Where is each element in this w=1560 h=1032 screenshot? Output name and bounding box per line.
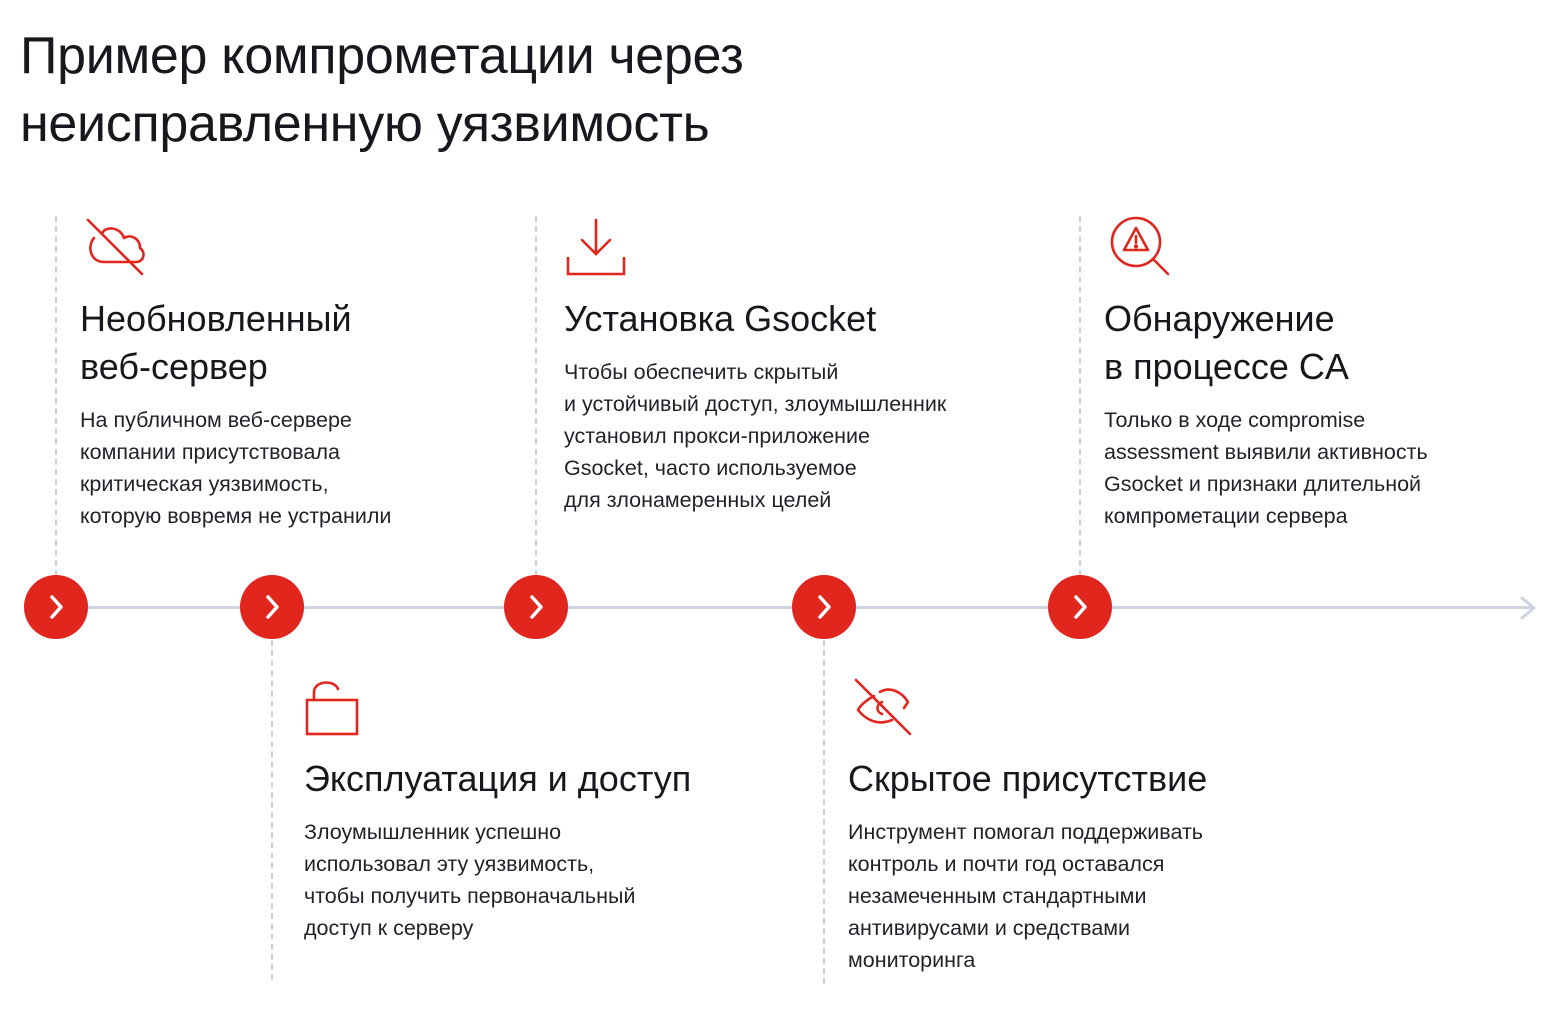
chevron-right-icon bbox=[530, 595, 543, 619]
search-warning-icon bbox=[1110, 216, 1170, 276]
desc-line: которую вовремя не устранили bbox=[80, 504, 392, 528]
desc-line: Gsocket и признаки длительной bbox=[1104, 472, 1422, 496]
desc-line: мониторинга bbox=[848, 948, 976, 972]
timeline-node-5 bbox=[1048, 575, 1112, 639]
desc-line: критическая уязвимость, bbox=[80, 472, 329, 496]
desc-line: Чтобы обеспечить скрытый bbox=[564, 360, 839, 384]
connector-step-5 bbox=[1079, 216, 1081, 576]
desc-line: Gsocket, часто используемое bbox=[564, 456, 857, 480]
download-icon bbox=[566, 218, 626, 276]
connector-step-4 bbox=[823, 640, 825, 984]
desc-line: установил прокси-приложение bbox=[564, 424, 871, 448]
timeline-node-4 bbox=[792, 575, 856, 639]
step-description: Только в ходе compromise assessment выяв… bbox=[1104, 404, 1428, 532]
desc-line: assessment выявили активность bbox=[1104, 440, 1428, 464]
title-line-1: Пример компрометации через bbox=[20, 27, 744, 85]
timeline-node-2 bbox=[240, 575, 304, 639]
desc-line: Инструмент помогал поддерживать bbox=[848, 820, 1204, 844]
title-line: в процессе CA bbox=[1104, 346, 1349, 387]
step-title: Скрытое присутствие bbox=[848, 755, 1207, 803]
connector-step-1 bbox=[55, 216, 57, 576]
unlock-icon bbox=[305, 681, 359, 736]
desc-line: компрометации сервера bbox=[1104, 504, 1348, 528]
step-description: Злоумышленник успешно использовал эту уя… bbox=[304, 816, 635, 944]
desc-line: Только в ходе compromise bbox=[1104, 408, 1366, 432]
desc-line: для злонамеренных целей bbox=[564, 488, 832, 512]
title-line: Скрытое присутствие bbox=[848, 758, 1208, 799]
desc-line: На публичном веб-сервере bbox=[80, 408, 352, 432]
desc-line: компании присутствовала bbox=[80, 440, 340, 464]
desc-line: контроль и почти год оставался bbox=[848, 852, 1165, 876]
step-title: Эксплуатация и доступ bbox=[304, 755, 691, 803]
desc-line: доступ к серверу bbox=[304, 916, 474, 940]
title-line: Эксплуатация и доступ bbox=[304, 758, 692, 799]
desc-line: антивирусами и средствами bbox=[848, 916, 1131, 940]
chevron-right-icon bbox=[1074, 595, 1087, 619]
title-line: Установка Gsocket bbox=[564, 298, 877, 339]
page-title: Пример компрометации через неисправленну… bbox=[20, 22, 744, 158]
timeline-node-3 bbox=[504, 575, 568, 639]
title-line: Обнаружение bbox=[1104, 298, 1335, 339]
desc-line: и устойчивый доступ, злоумышленник bbox=[564, 392, 947, 416]
chevron-right-icon bbox=[50, 595, 63, 619]
chevron-right-icon bbox=[818, 595, 831, 619]
cloud-off-icon bbox=[86, 218, 145, 276]
chevron-right-icon bbox=[266, 595, 279, 619]
desc-line: Злоумышленник успешно bbox=[304, 820, 562, 844]
connector-step-3 bbox=[535, 216, 537, 576]
step-title: Обнаружение в процессе CA bbox=[1104, 295, 1349, 391]
step-description: Чтобы обеспечить скрытый и устойчивый до… bbox=[564, 356, 946, 516]
title-line: Необновленный bbox=[80, 298, 352, 339]
title-line-2: неисправленную уязвимость bbox=[20, 95, 710, 153]
step-description: На публичном веб-сервере компании присут… bbox=[80, 404, 391, 532]
eye-off-icon bbox=[854, 678, 912, 736]
step-description: Инструмент помогал поддерживать контроль… bbox=[848, 816, 1203, 976]
title-line: веб-сервер bbox=[80, 346, 268, 387]
desc-line: незамеченным стандартными bbox=[848, 884, 1147, 908]
step-title: Необновленный веб-сервер bbox=[80, 295, 352, 391]
arrow-right-icon bbox=[1520, 596, 1536, 620]
step-title: Установка Gsocket bbox=[564, 295, 876, 343]
connector-step-2 bbox=[271, 640, 273, 980]
desc-line: использовал эту уязвимость, bbox=[304, 852, 595, 876]
desc-line: чтобы получить первоначальный bbox=[304, 884, 636, 908]
timeline-node-1 bbox=[24, 575, 88, 639]
